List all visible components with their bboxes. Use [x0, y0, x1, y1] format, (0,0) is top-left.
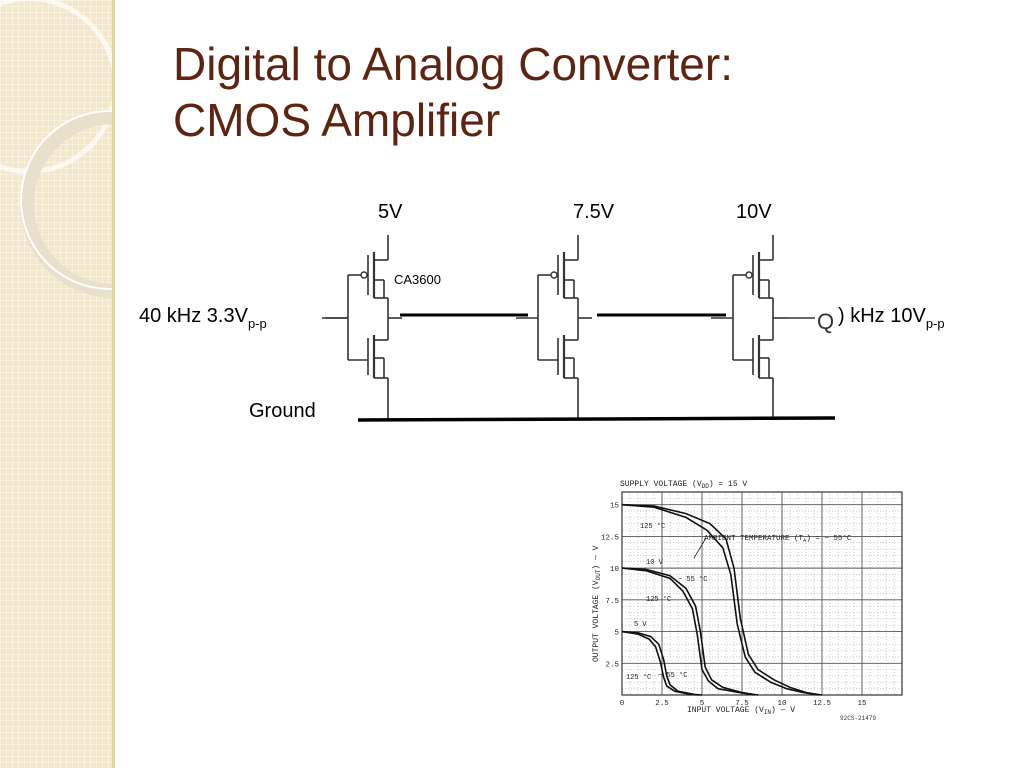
annotation-ambient-temperature: AMBIENT TEMPERATURE (TA) = − 55°C — [704, 534, 852, 544]
inverter-stage — [711, 235, 787, 420]
x-tick-label: 5 — [700, 700, 705, 708]
x-tick-label: 7.5 — [735, 700, 749, 708]
transfer-curve — [621, 503, 823, 696]
annotation-leader — [693, 537, 707, 559]
annotation-125c-mid: 125 °C — [646, 595, 671, 604]
y-tick-label: 2.5 — [605, 661, 619, 669]
slide-title-line-1: Digital to Analog Converter: — [173, 38, 733, 90]
annotation-5v: 5 V — [634, 621, 647, 629]
cmos-amplifier-circuit: 5V 7.5V 10V CA3600 40 kHz 3.3Vp-p ) kHz … — [139, 201, 945, 422]
input-label: 40 kHz 3.3Vp-p — [139, 305, 267, 331]
y-tick-label: 15 — [610, 503, 620, 511]
x-tick-label: 12.5 — [813, 700, 832, 708]
y-tick-label: 5 — [614, 630, 619, 638]
x-tick-label: 10 — [777, 700, 787, 708]
annotation-125c-top: 125 °C — [640, 522, 665, 531]
annotation-10v: 10 V — [646, 559, 664, 567]
ground-rail — [357, 416, 836, 422]
x-tick-label: 2.5 — [655, 700, 669, 708]
annotation-125c-low: 125 °C — [626, 673, 651, 682]
output-node-label: Q — [817, 309, 834, 334]
slide-title-line-2: CMOS Amplifier — [173, 94, 501, 146]
decorative-sidebar — [0, 0, 112, 768]
supply-label-2: 7.5V — [573, 201, 615, 223]
figure-code: 92CS-21479 — [840, 715, 876, 722]
ground-label: Ground — [249, 400, 316, 422]
supply-label-1: 5V — [378, 201, 403, 223]
transfer-curve — [621, 503, 819, 696]
x-tick-label: 15 — [857, 700, 867, 708]
x-tick-label: 0 — [620, 700, 625, 708]
graph-x-axis-label: INPUT VOLTAGE (VIN) — V — [687, 706, 795, 716]
y-tick-label: 7.5 — [605, 598, 619, 606]
y-tick-label: 12.5 — [601, 534, 620, 542]
supply-label-3: 10V — [736, 201, 772, 223]
graph-title: SUPPLY VOLTAGE (VDD) = 15 V — [620, 480, 747, 490]
inverter-stage — [516, 235, 592, 420]
part-label: CA3600 — [394, 272, 441, 287]
output-label: ) kHz 10Vp-p — [838, 305, 945, 331]
annotation-m55c-low: − 55 °C — [658, 671, 687, 680]
inverter-stage — [326, 235, 402, 420]
graph-y-axis-label: OUTPUT VOLTAGE (VOUT) — V — [592, 545, 602, 662]
slide-title: Digital to Analog Converter: CMOS Amplif… — [173, 36, 973, 148]
transfer-curve — [621, 630, 699, 696]
y-tick-label: 10 — [610, 566, 620, 574]
transfer-curve — [621, 567, 755, 696]
sidebar-edge — [112, 0, 115, 768]
transfer-characteristic-graph: 15 12.5 10 7.5 5 2.5 0 2.5 5 7.5 10 12.5 15 SUPPLY V… — [582, 470, 904, 724]
transfer-curve — [621, 567, 759, 696]
annotation-m55c-mid: − 55 °C — [678, 575, 707, 584]
